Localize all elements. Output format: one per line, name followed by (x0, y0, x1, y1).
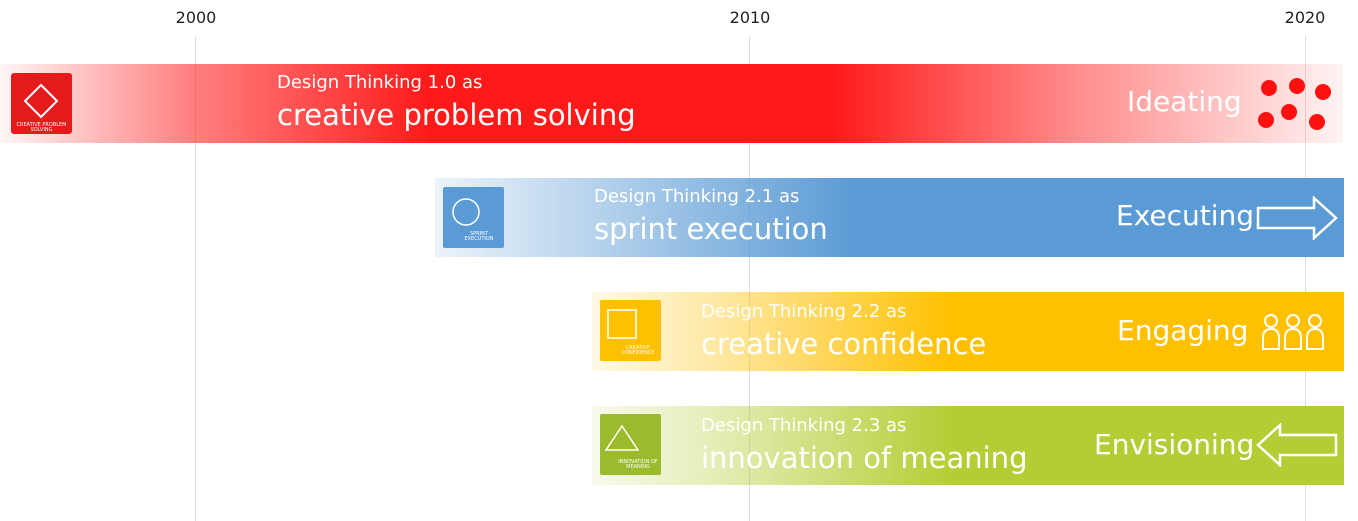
band-verb: Engaging (1117, 314, 1249, 347)
badge-sprint-execution: SPRINT EXECUTION (443, 187, 504, 248)
year-label-2010: 2010 (729, 8, 771, 27)
band-verb: Executing (1116, 199, 1255, 232)
badge-label: SPRINT EXECUTION (464, 231, 494, 242)
arrow-right-icon (1256, 195, 1338, 244)
band-sprint-execution: SPRINT EXECUTION Design Thinking 2.1 as … (435, 178, 1344, 257)
band-title: sprint execution (594, 212, 828, 246)
gridline-2010 (749, 36, 750, 521)
badge-label: CREATIVE CONFIDENCE (621, 345, 655, 356)
year-label-2020: 2020 (1284, 8, 1326, 27)
band-innovation-of-meaning: INNOVATION OF MEANING Design Thinking 2.… (592, 406, 1344, 485)
band-title: innovation of meaning (701, 441, 1028, 475)
badge-label: INNOVATION OF MEANING (618, 459, 658, 470)
dots-icon (1252, 74, 1336, 138)
badge-label: CREATIVE PROBLEM SOLVING (16, 122, 67, 133)
people-icon (1260, 312, 1326, 356)
band-verb: Ideating (1127, 85, 1242, 118)
badge-creative-problem-solving: CREATIVE PROBLEM SOLVING (11, 73, 72, 134)
band-title: creative problem solving (277, 98, 636, 132)
badge-creative-confidence: CREATIVE CONFIDENCE (600, 300, 661, 361)
band-subtitle: Design Thinking 2.1 as (594, 186, 800, 207)
band-title: creative confidence (701, 327, 987, 361)
badge-innovation-of-meaning: INNOVATION OF MEANING (600, 414, 661, 475)
gridline-2020 (1305, 36, 1306, 521)
arrow-left-icon (1256, 422, 1338, 471)
band-subtitle: Design Thinking 1.0 as (277, 72, 483, 93)
year-label-2000: 2000 (175, 8, 217, 27)
band-verb: Envisioning (1094, 428, 1255, 461)
gridline-2000 (195, 36, 196, 521)
band-creative-confidence: CREATIVE CONFIDENCE Design Thinking 2.2 … (592, 292, 1344, 371)
band-subtitle: Design Thinking 2.3 as (701, 415, 907, 436)
band-subtitle: Design Thinking 2.2 as (701, 301, 907, 322)
band-creative-problem-solving: CREATIVE PROBLEM SOLVING Design Thinking… (0, 64, 1343, 143)
